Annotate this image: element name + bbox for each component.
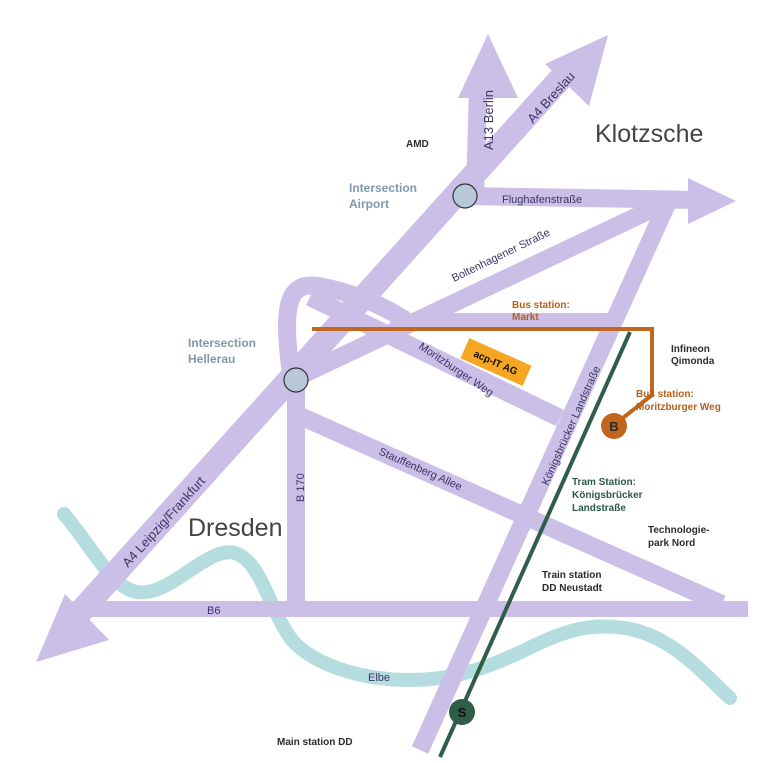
poi-infineon: Infineon Qimonda — [671, 344, 715, 367]
label-intersection-hellerau: Intersection Hellerau — [188, 336, 259, 366]
road-boltenhagener — [300, 195, 667, 383]
poi-technologiepark: Technologie- park Nord — [648, 525, 712, 549]
road-koenigsbruecker — [411, 200, 676, 754]
road-a13 — [466, 85, 487, 197]
place-dresden: Dresden — [188, 514, 283, 542]
elbe-river — [57, 507, 737, 705]
road-moritzburger — [306, 288, 564, 427]
tram-line — [438, 331, 632, 758]
label-tram-station: Tram Station: Königsbrücker Landstraße — [572, 477, 645, 514]
arrow-a4-leipzig — [36, 594, 109, 662]
poi-amd: AMD — [406, 139, 429, 150]
sbahn-station-letter: S — [458, 705, 467, 720]
arrow-a13 — [458, 34, 518, 98]
intersection-airport-marker[interactable] — [452, 183, 478, 209]
arrow-a4-breslau — [545, 35, 608, 106]
arrow-flughafen — [688, 178, 736, 224]
bus-stop-icon[interactable] — [601, 413, 627, 439]
label-stauffenberg: Stauffenberg Allee — [377, 446, 464, 493]
poi-train-station: Train station DD Neustadt — [542, 570, 604, 594]
bus-stop-letter: B — [609, 419, 618, 434]
road-stauffenberg — [296, 407, 726, 613]
label-elbe: Elbe — [368, 672, 390, 684]
roads — [55, 59, 748, 754]
label-b6: B6 — [207, 605, 220, 617]
road-hellerau-loop — [278, 276, 410, 382]
label-flughafenstrasse: Flughafenstraße — [502, 194, 582, 206]
label-bus-moritzburger: Bus station: Moritzburger Weg — [636, 389, 721, 413]
road-a4-main — [55, 59, 579, 639]
label-koenigsbruecker: Königsbrücker Landstraße — [540, 364, 603, 487]
intersection-hellerau-marker[interactable] — [283, 367, 309, 393]
label-a13: A13 Berlin — [481, 90, 496, 150]
poi-main-station: Main station DD — [277, 737, 353, 748]
label-intersection-airport: Intersection Airport — [349, 181, 420, 211]
place-klotzsche: Klotzsche — [595, 120, 703, 148]
bus-line — [312, 327, 654, 427]
label-bus-markt: Bus station: Markt — [512, 300, 573, 323]
sbahn-station-icon[interactable] — [449, 699, 475, 725]
label-b170: B 170 — [295, 473, 307, 502]
